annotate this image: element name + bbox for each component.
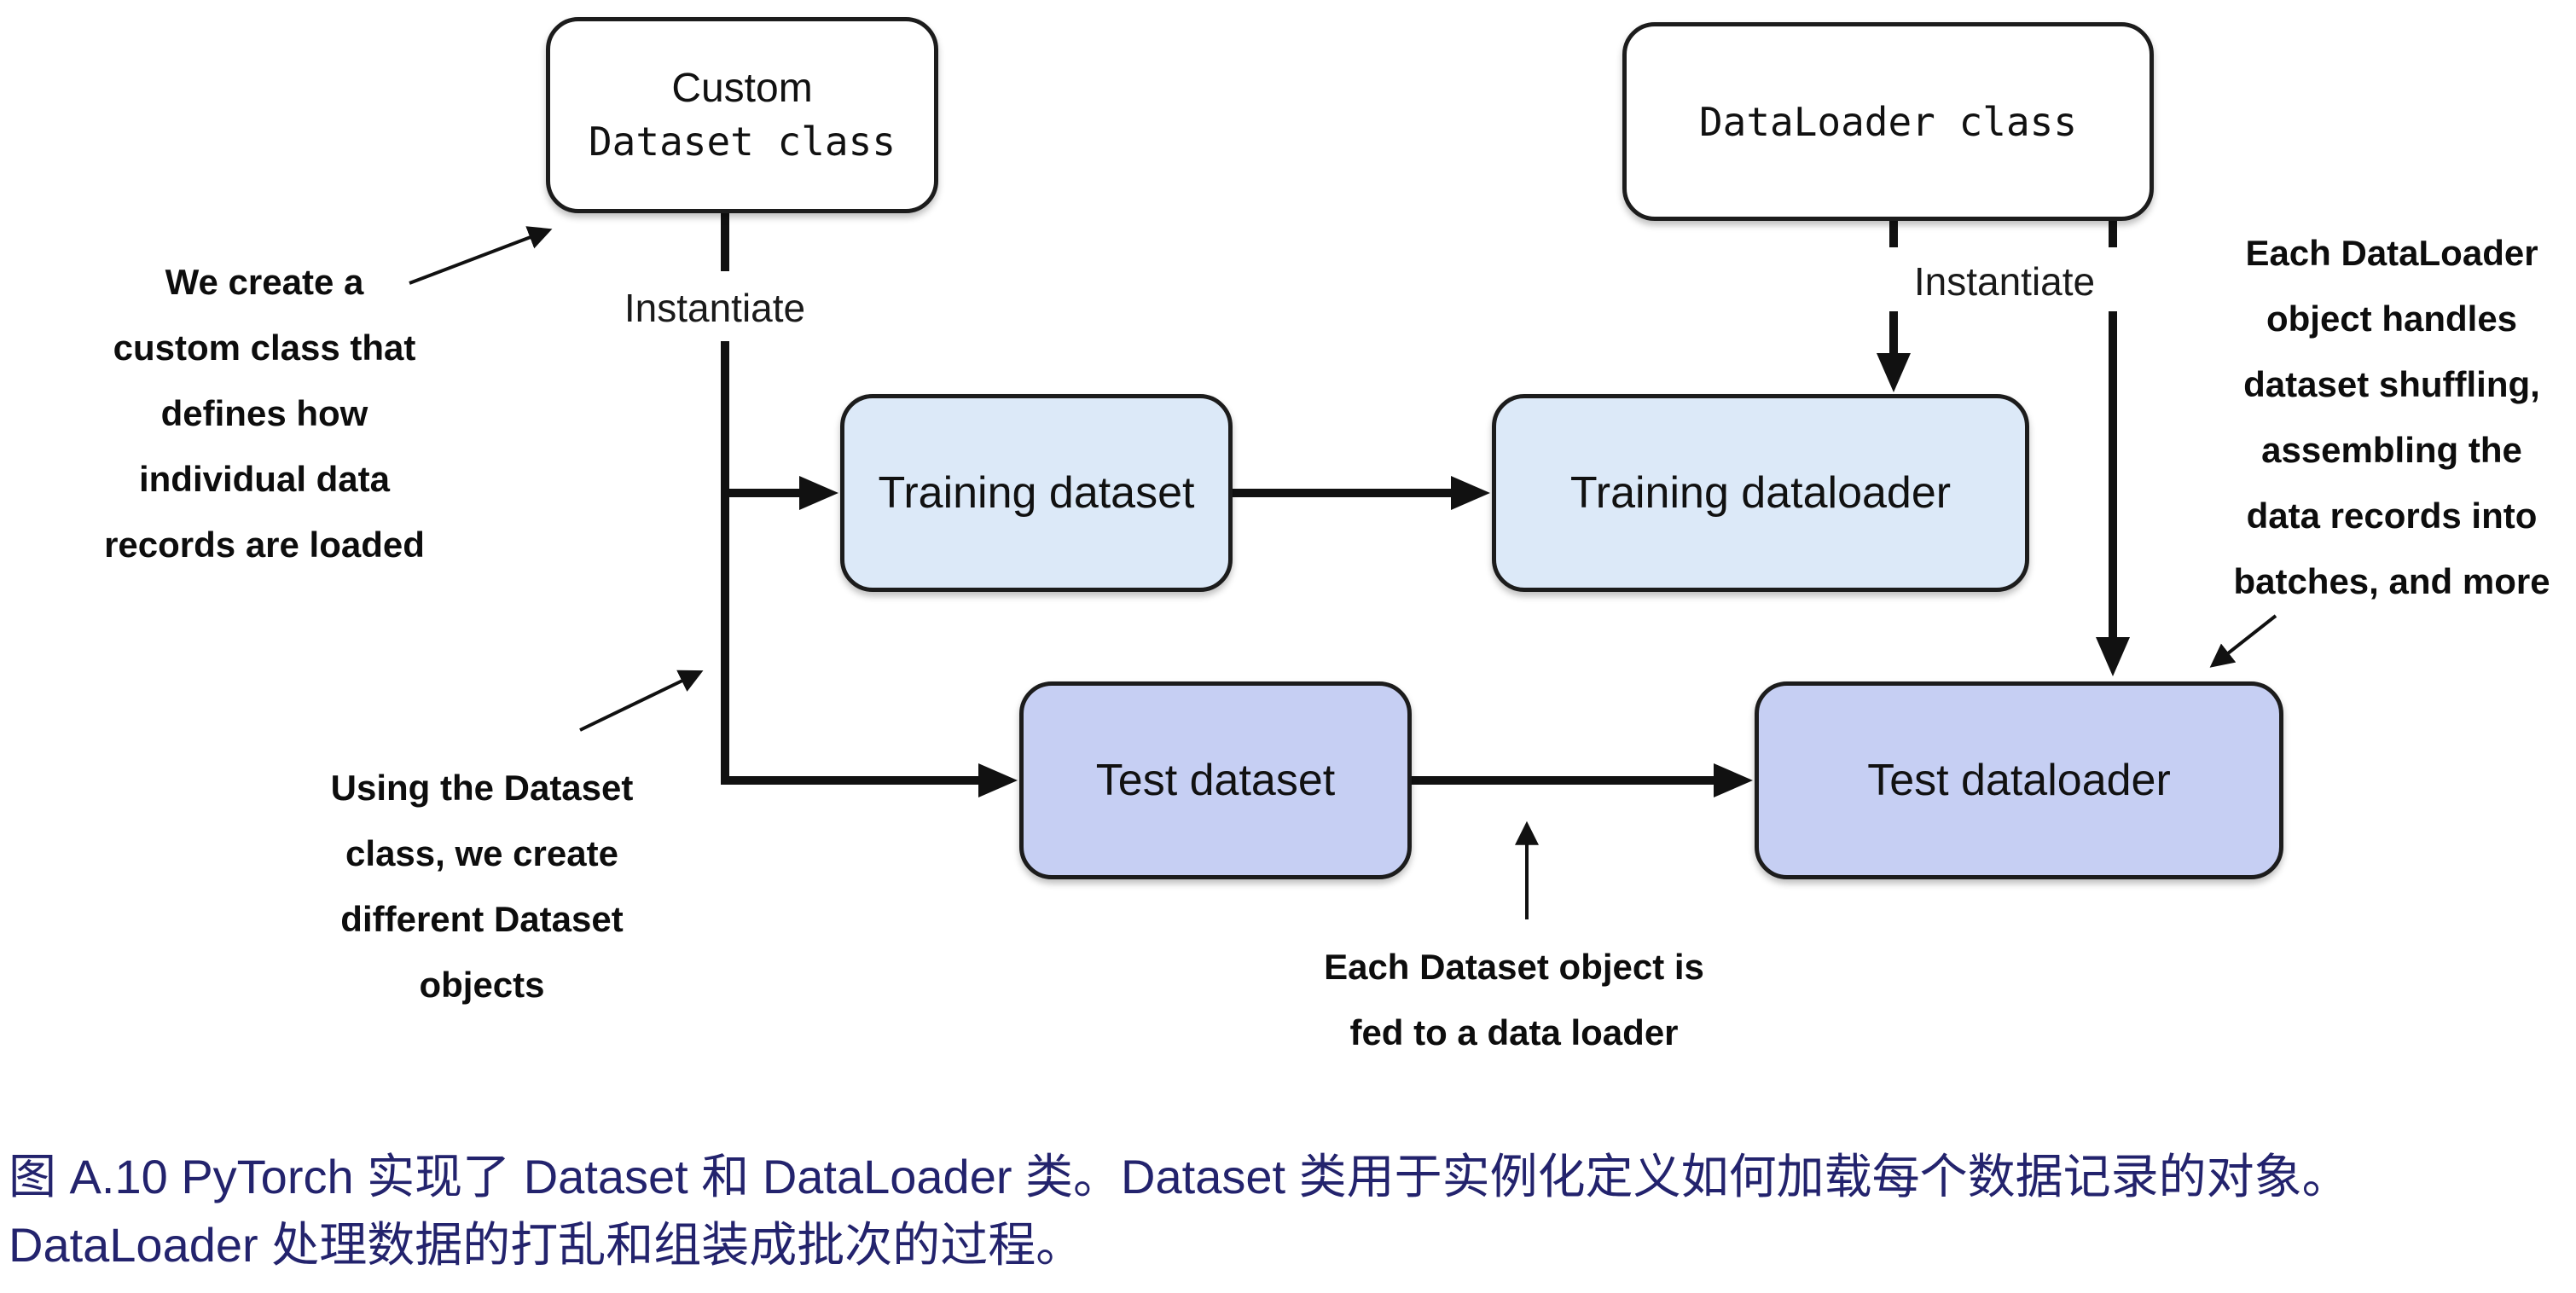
node-custom-dataset-class: Custom Dataset class: [546, 17, 938, 213]
annotation-line: object handles: [2266, 299, 2518, 339]
annotation-arrow-we-create: [409, 226, 553, 285]
training-dataset-label: Training dataset: [878, 468, 1195, 518]
caption-line-2: DataLoader 处理数据的打乱和组装成批次的过程。: [9, 1218, 1084, 1272]
annotation-line: We create a: [165, 262, 364, 302]
node-training-dataloader: Training dataloader: [1492, 394, 2029, 592]
annotation-using-dataset-class: Using the Dataset class, we create diffe…: [269, 755, 695, 1018]
test-dataset-label: Test dataset: [1095, 756, 1336, 805]
node-dataloader-class: DataLoader class: [1622, 22, 2154, 221]
test-dataloader-label: Test dataloader: [1867, 756, 2171, 805]
custom-class-title-line2: Dataset class: [588, 119, 896, 165]
annotation-line: defines how: [160, 393, 368, 433]
annotation-line: custom class that: [113, 328, 416, 368]
custom-class-title-line1: Custom: [671, 66, 813, 111]
annotation-line: Each Dataset object is: [1324, 947, 1704, 987]
figure-caption: 图 A.10 PyTorch 实现了 Dataset 和 DataLoader …: [9, 1143, 2350, 1279]
annotation-we-create-custom-class: We create a custom class that defines ho…: [51, 249, 478, 577]
annotation-line: assembling the: [2261, 430, 2522, 470]
annotation-line: different Dataset: [340, 899, 624, 939]
annotation-line: class, we create: [345, 833, 618, 873]
training-dataloader-label: Training dataloader: [1569, 468, 1952, 518]
annotation-line: records are loaded: [104, 525, 425, 565]
node-training-dataset: Training dataset: [840, 394, 1233, 592]
instantiate-label-right: Instantiate: [1913, 259, 2096, 304]
annotation-line: data records into: [2246, 496, 2538, 536]
annotation-arrow-each-dataloader: [2209, 614, 2277, 668]
annotation-line: individual data: [138, 459, 391, 499]
node-test-dataloader: Test dataloader: [1755, 681, 2283, 879]
annotation-each-dataloader-object: Each DataLoader object handles dataset s…: [2216, 220, 2567, 614]
annotation-line: batches, and more: [2233, 561, 2550, 601]
dataloader-class-title: DataLoader class: [1698, 98, 2078, 145]
annotation-arrow-using-dataset: [579, 670, 704, 732]
annotation-line: Using the Dataset: [330, 768, 634, 808]
annotation-line: Each DataLoader: [2245, 233, 2538, 273]
instantiate-label-left: Instantiate: [624, 286, 806, 330]
arrow-custom-to-test-dataset: [721, 341, 1018, 797]
caption-line-1: 图 A.10 PyTorch 实现了 Dataset 和 DataLoader …: [9, 1150, 2350, 1203]
node-test-dataset: Test dataset: [1019, 681, 1412, 879]
annotation-line: objects: [419, 965, 545, 1005]
annotation-line: fed to a data loader: [1349, 1012, 1679, 1052]
annotation-each-dataset-object: Each Dataset object is fed to a data loa…: [1292, 934, 1736, 1065]
annotation-line: dataset shuffling,: [2243, 364, 2540, 404]
